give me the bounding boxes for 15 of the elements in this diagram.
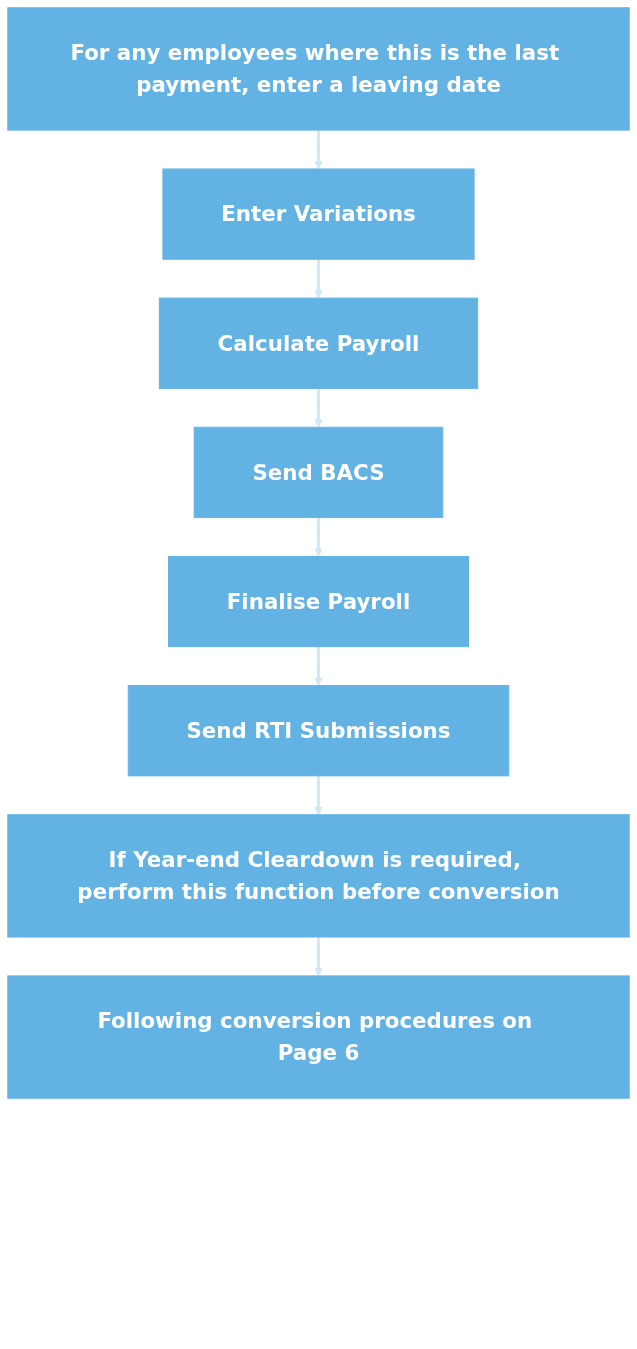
node-box: Enter Variations	[162, 168, 475, 260]
arrow	[314, 259, 323, 299]
node-box: Send RTI Submissions	[127, 685, 510, 777]
node-box: Send BACS	[193, 426, 444, 519]
arrow	[314, 937, 323, 977]
node-box: Finalise Payroll	[168, 555, 469, 648]
arrow	[314, 775, 323, 816]
arrow	[314, 388, 323, 428]
node-box: Following conversion procedures on Page 6	[7, 975, 630, 1099]
arrow	[314, 130, 323, 170]
arrow	[314, 517, 323, 557]
arrow	[314, 646, 323, 686]
node-box: If Year-end Cleardown is required, perform this function before conversion	[7, 814, 630, 938]
node-box: Calculate Payroll	[158, 297, 479, 389]
node-box: For any employees where this is the last payment, enter a leaving date	[7, 7, 630, 131]
